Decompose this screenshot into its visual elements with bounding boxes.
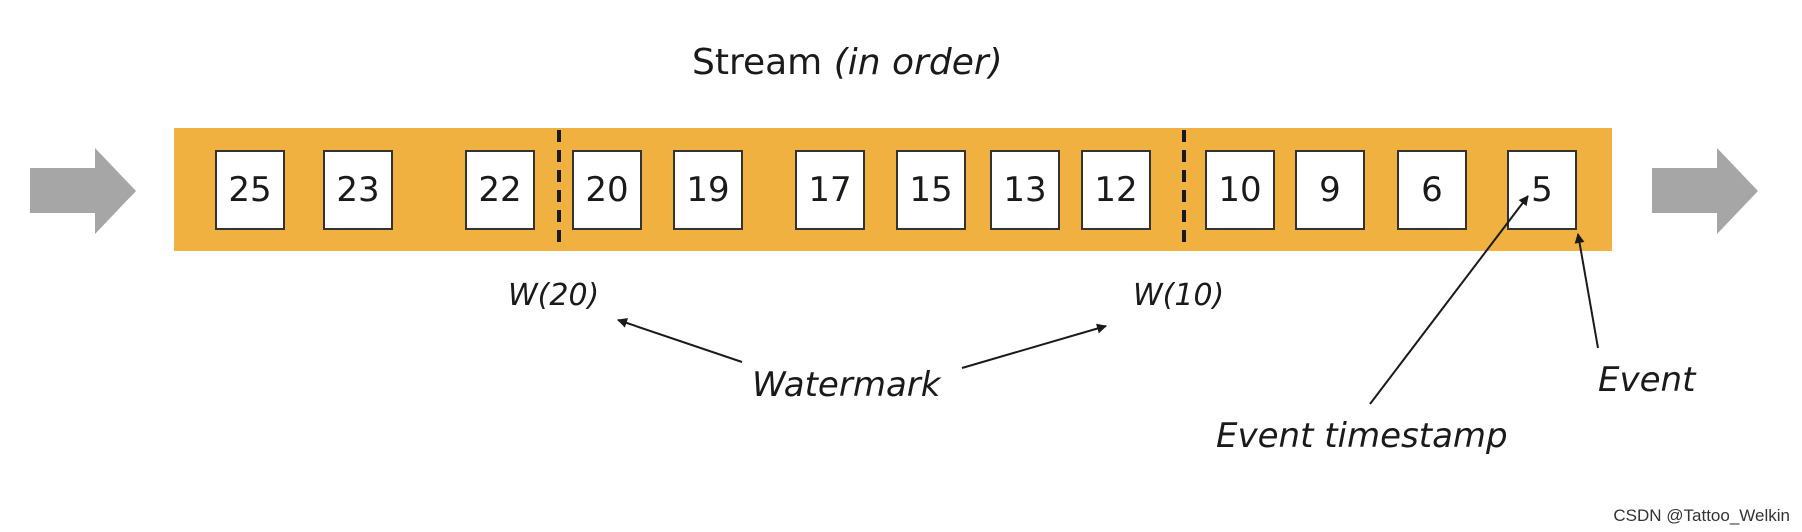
- watermark-pointer: [617, 318, 743, 363]
- stream-input-arrow: [30, 148, 136, 234]
- event-pointer: [1574, 233, 1599, 349]
- event-box: 10: [1205, 150, 1275, 230]
- source-credit: CSDN @Tattoo_Welkin: [1613, 506, 1790, 525]
- event-box: 15: [896, 150, 966, 230]
- event-box: 23: [323, 150, 393, 230]
- watermark-label: W(10): [1133, 278, 1225, 313]
- event-box: 12: [1081, 150, 1151, 230]
- event-timestamp-annotation: Event timestamp: [1216, 416, 1508, 456]
- event-box: 22: [465, 150, 535, 230]
- diagram-title: Stream (in order): [692, 42, 1003, 83]
- stream-band: [174, 128, 1612, 251]
- event-box: 13: [990, 150, 1060, 230]
- event-annotation: Event: [1598, 360, 1696, 400]
- event-box: 6: [1397, 150, 1467, 230]
- event-box: 19: [673, 150, 743, 230]
- event-box: 17: [795, 150, 865, 230]
- watermark-pointer: [961, 323, 1107, 369]
- watermark-label: W(20): [508, 278, 600, 313]
- event-box: 25: [215, 150, 285, 230]
- title-qualifier: (in order): [833, 42, 1003, 83]
- watermark-annotation: Watermark: [752, 365, 941, 405]
- stream-output-arrow: [1652, 148, 1758, 234]
- title-main: Stream: [692, 42, 823, 83]
- event-box: 5: [1507, 150, 1577, 230]
- event-box: 20: [572, 150, 642, 230]
- event-box: 9: [1295, 150, 1365, 230]
- event-timestamp-pointer: [1369, 195, 1529, 405]
